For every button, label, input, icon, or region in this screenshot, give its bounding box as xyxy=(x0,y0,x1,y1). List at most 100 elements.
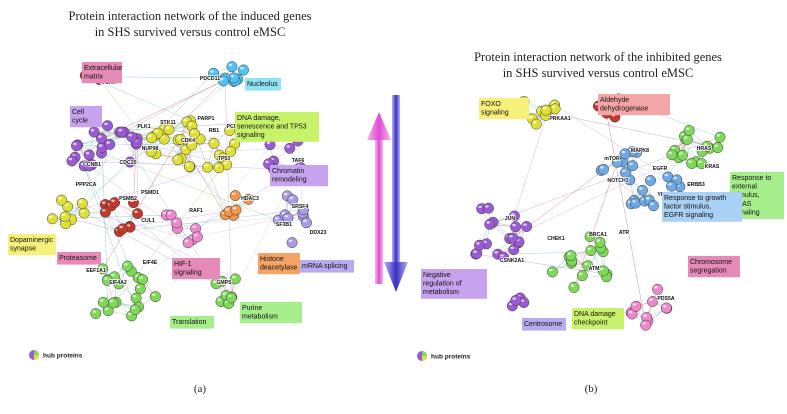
protein-node xyxy=(284,142,296,154)
interaction-edge xyxy=(71,160,274,170)
protein-node-highlight xyxy=(227,148,231,151)
up-arrow-shaft xyxy=(375,138,383,284)
protein-node-highlight xyxy=(216,152,220,155)
protein-node xyxy=(474,239,485,251)
gene-label: PCNA xyxy=(227,124,242,130)
protein-node xyxy=(225,292,237,304)
protein-node-highlight xyxy=(587,247,592,250)
module-label-line: matrix xyxy=(84,74,104,81)
protein-node-highlight xyxy=(716,134,721,137)
module-label-line: checkpoint xyxy=(574,320,608,327)
protein-node-highlight xyxy=(210,140,215,143)
protein-node-highlight xyxy=(231,192,236,195)
protein-node-highlight xyxy=(679,152,683,155)
protein-node-highlight xyxy=(226,127,230,130)
protein-node-highlight xyxy=(494,251,499,254)
protein-node-highlight xyxy=(473,250,477,253)
protein-node-highlight xyxy=(629,162,633,166)
protein-node xyxy=(107,297,119,309)
protein-node xyxy=(510,294,522,306)
up-arrow-head xyxy=(367,112,391,140)
protein-node-highlight xyxy=(703,143,708,146)
module-label-line: HIF-1 xyxy=(174,261,192,268)
protein-node-highlight xyxy=(139,276,143,279)
protein-node-highlight xyxy=(80,210,85,213)
module-label-box xyxy=(235,112,319,142)
protein-node xyxy=(597,265,609,277)
protein-node xyxy=(647,296,659,307)
protein-node xyxy=(76,197,88,209)
protein-node-highlight xyxy=(529,115,533,119)
protein-node-highlight xyxy=(685,127,690,130)
protein-node-highlight xyxy=(188,142,193,145)
protein-node-highlight xyxy=(476,242,480,245)
protein-node-highlight xyxy=(58,197,62,200)
protein-node-highlight xyxy=(118,129,122,132)
hub-legend-icon-slice xyxy=(34,355,39,360)
protein-node-highlight xyxy=(289,196,294,200)
gene-label: HRAS xyxy=(697,146,712,152)
protein-node-highlight xyxy=(85,152,90,155)
protein-node-highlight xyxy=(283,192,288,196)
protein-node xyxy=(630,300,642,312)
protein-node xyxy=(666,180,677,192)
gene-label: RAF1 xyxy=(189,208,203,214)
panel-induced: Protein interaction network of the induc… xyxy=(8,9,354,395)
protein-node xyxy=(660,302,672,314)
gene-label: PDCD11 xyxy=(200,76,220,82)
protein-node xyxy=(183,161,195,172)
protein-node xyxy=(126,131,138,143)
module-label-line: senescence and TP53 xyxy=(237,124,307,131)
gene-label: STK11 xyxy=(160,120,176,126)
gene-label: PRKAA1 xyxy=(549,116,570,122)
protein-node xyxy=(129,304,141,316)
module-label-line: segregation xyxy=(690,268,727,275)
interaction-edge xyxy=(573,162,618,288)
gene-label: ATR xyxy=(619,230,630,236)
protein-node-highlight xyxy=(92,310,96,313)
protein-node-highlight xyxy=(104,307,109,311)
protein-node xyxy=(230,204,242,216)
protein-node-highlight xyxy=(628,311,633,314)
interaction-edge xyxy=(185,149,226,215)
interaction-edge xyxy=(133,144,137,203)
protein-node-highlight xyxy=(132,295,137,298)
protein-node-highlight xyxy=(215,164,219,168)
gene-label: CSNK2A1 xyxy=(500,258,524,264)
protein-node xyxy=(630,197,642,209)
legend-induced: hub proteins xyxy=(29,350,83,360)
protein-node xyxy=(521,221,533,232)
gene-label: TP53 xyxy=(218,156,231,162)
protein-node-highlight xyxy=(130,199,134,203)
protein-node-highlight xyxy=(240,67,244,70)
protein-node-highlight xyxy=(284,215,289,218)
protein-node xyxy=(146,132,158,144)
module-label-line: Nucleolus xyxy=(247,81,278,88)
protein-node-highlight xyxy=(126,159,131,162)
protein-node-highlight xyxy=(714,144,718,147)
protein-node-highlight xyxy=(163,211,167,215)
protein-node xyxy=(122,260,133,272)
protein-node xyxy=(686,157,698,169)
protein-node-highlight xyxy=(134,210,138,213)
protein-node-highlight xyxy=(184,239,189,243)
module-label-line: cycle xyxy=(72,118,88,125)
protein-node xyxy=(172,154,184,166)
gene-label: CUL1 xyxy=(141,218,155,224)
protein-node-highlight xyxy=(98,144,103,147)
protein-node-highlight xyxy=(152,293,156,296)
module-label: Nucleolus xyxy=(245,78,281,91)
protein-node-highlight xyxy=(119,225,123,229)
down-arrow-head xyxy=(384,262,408,292)
module-label-box xyxy=(82,62,122,84)
protein-node xyxy=(134,283,146,295)
protein-node xyxy=(546,266,558,278)
protein-node-highlight xyxy=(230,74,235,78)
